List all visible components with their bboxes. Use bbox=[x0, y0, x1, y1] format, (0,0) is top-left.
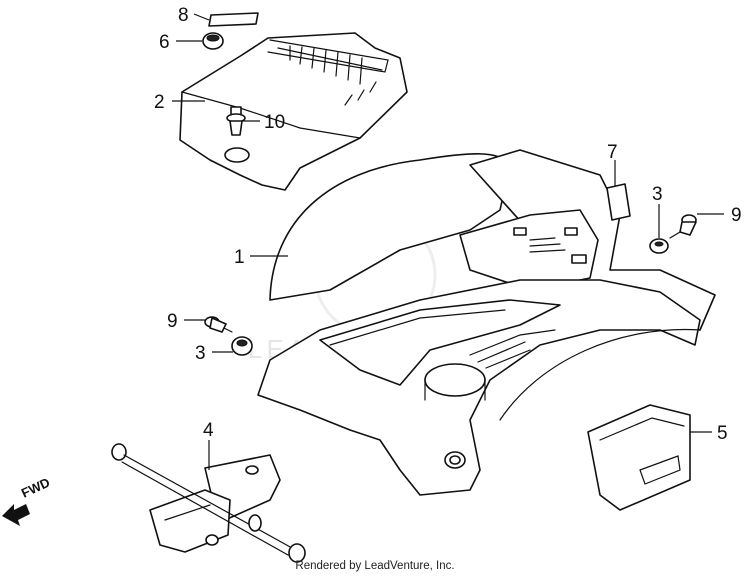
part-1-rear-fender[interactable] bbox=[257, 149, 716, 496]
callout-9-right: 9 bbox=[731, 205, 742, 226]
callout-5: 5 bbox=[717, 423, 728, 444]
fwd-label: FWD bbox=[19, 475, 52, 501]
callout-10: 10 bbox=[264, 112, 285, 133]
part-7-label-sticker[interactable] bbox=[606, 183, 631, 221]
part-4-bracket[interactable] bbox=[111, 443, 306, 563]
part-6-grommet[interactable] bbox=[202, 32, 224, 50]
part-8-label-sticker[interactable] bbox=[208, 12, 259, 27]
callout-numbers: 8 6 2 10 1 7 3 9 9 3 4 5 bbox=[154, 5, 742, 444]
fwd-direction-arrow: FWD bbox=[2, 475, 52, 526]
callout-4: 4 bbox=[203, 420, 214, 441]
callout-6: 6 bbox=[159, 32, 170, 53]
callout-9-left: 9 bbox=[167, 311, 178, 332]
callout-3-left: 3 bbox=[195, 343, 206, 364]
part-2-top-cover[interactable] bbox=[179, 32, 408, 191]
callout-1: 1 bbox=[234, 247, 245, 268]
leader-lines bbox=[172, 13, 724, 470]
part-3-collar-right[interactable] bbox=[649, 238, 669, 254]
callout-2: 2 bbox=[154, 92, 165, 113]
footer-credit: Rendered by LeadVenture, Inc. bbox=[295, 560, 455, 572]
part-10-push-rivet[interactable] bbox=[226, 106, 246, 136]
callout-7: 7 bbox=[607, 142, 618, 163]
part-9-bolt-right[interactable] bbox=[669, 214, 697, 239]
part-9-bolt-left[interactable] bbox=[204, 316, 233, 333]
callout-3-right: 3 bbox=[652, 184, 663, 205]
callout-8: 8 bbox=[178, 5, 189, 26]
part-5-tray[interactable] bbox=[587, 404, 691, 511]
part-3-collar-left[interactable] bbox=[231, 336, 253, 356]
